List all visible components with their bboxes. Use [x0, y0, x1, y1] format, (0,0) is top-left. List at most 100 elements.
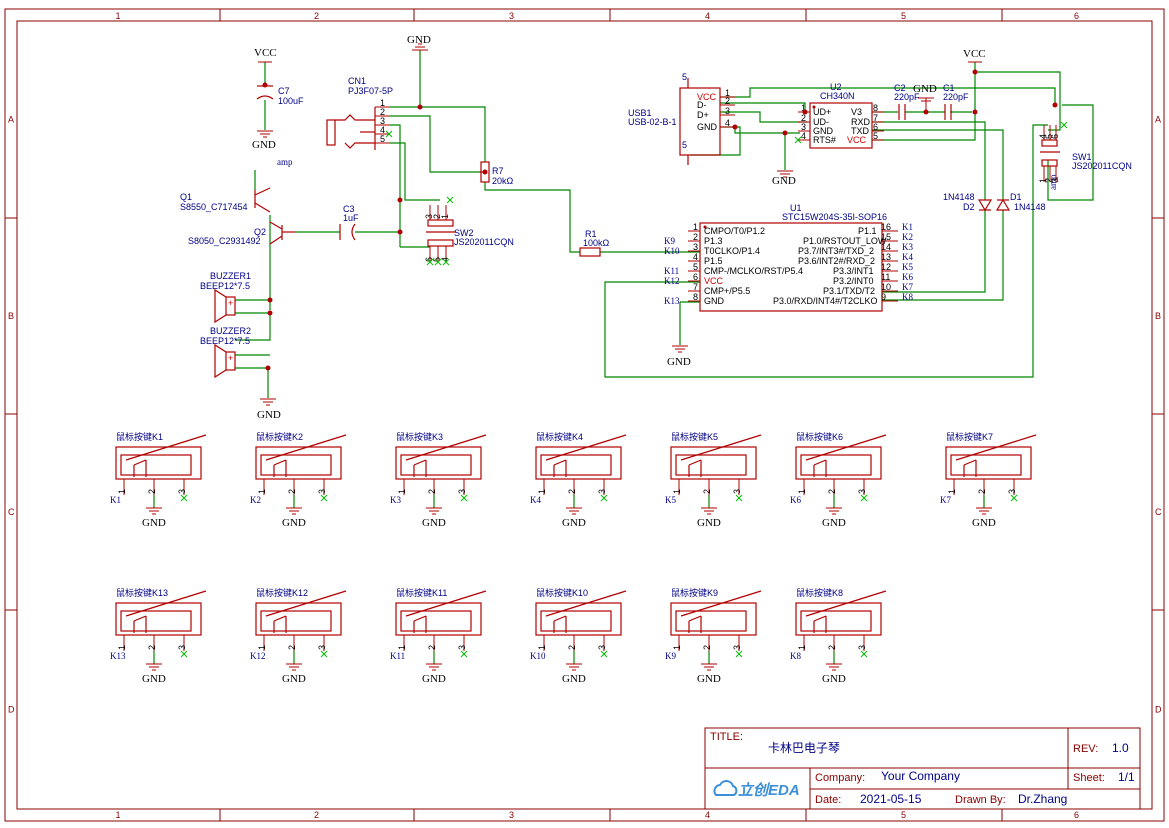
key-switch-label: 鼠标按键K8 — [796, 587, 843, 598]
drawn-value: Dr.Zhang — [1018, 792, 1067, 806]
key-pin-number: 2 — [567, 645, 577, 650]
svg-text:C2: C2 — [894, 83, 906, 93]
key-pin-number: 3 — [457, 645, 467, 650]
u1-pin-number: 12 — [881, 262, 891, 272]
usb-pin-number: 1 — [725, 88, 730, 98]
gnd-symbol-u1: GND — [667, 345, 691, 368]
drawn-label: Drawn By: — [955, 794, 1006, 806]
key-pin-number: 1 — [672, 489, 682, 494]
key-switch-label: 鼠标按键K4 — [536, 431, 583, 442]
u1-net-label: K9 — [664, 236, 675, 246]
u1-pin-number: 5 — [693, 262, 698, 272]
svg-text:+: + — [228, 298, 233, 308]
key-gnd-label: GND — [822, 673, 846, 685]
sw2-pin-number: 4 — [440, 257, 450, 262]
key-pin-number: 1 — [117, 645, 127, 650]
key-gnd-label: GND — [562, 517, 586, 529]
u2-pin-name: RXD — [851, 117, 871, 127]
key-switch-label: 鼠标按键K12 — [256, 587, 308, 598]
key-pin-number: 3 — [317, 489, 327, 494]
u1-net-label: K13 — [664, 296, 680, 306]
diode-d1: D1 1N4148 — [995, 192, 1046, 212]
u1-pin-number: 11 — [881, 272, 890, 282]
zone-col-label-top: 1 — [116, 11, 121, 21]
key-net-label: K13 — [110, 651, 126, 661]
rev-value: 1.0 — [1112, 741, 1129, 755]
sw1-pin-number: 3 — [1050, 178, 1060, 183]
svg-text:GND: GND — [257, 409, 281, 421]
usb-pin-number: 3 — [725, 106, 730, 116]
u1-pin-name: P3.1/TXD/T2 — [823, 286, 875, 296]
svg-text:BUZZER1: BUZZER1 — [210, 271, 251, 281]
svg-text:amp: amp — [277, 157, 293, 167]
svg-text:SW1: SW1 — [1072, 152, 1092, 162]
u1-pin-number: 9 — [881, 292, 886, 302]
svg-text:5: 5 — [682, 72, 687, 82]
sw1-pin-number: 6 — [1050, 134, 1060, 139]
resistor-r1: R1 100kΩ — [579, 229, 610, 257]
u1-net-label: K10 — [664, 246, 680, 256]
u1-pin-number: 14 — [881, 242, 891, 252]
svg-text:C1: C1 — [943, 83, 955, 93]
u1-net-label: K11 — [664, 266, 679, 276]
svg-text:USB1: USB1 — [628, 108, 652, 118]
svg-text:VCC: VCC — [254, 47, 277, 59]
svg-text:BEEP12*7.5: BEEP12*7.5 — [200, 281, 250, 291]
key-gnd-label: GND — [972, 517, 996, 529]
zone-col-label-top: 3 — [509, 11, 514, 21]
u2-pin-number: 1 — [801, 103, 806, 113]
zone-row-label-right: D — [1155, 705, 1162, 715]
svg-text:U1: U1 — [790, 203, 802, 213]
u1-pin-name: CMP-/MCLKO/RST/P5.4 — [704, 266, 803, 276]
key-pin-number: 2 — [287, 645, 297, 650]
u2-pin-name: V3 — [851, 107, 862, 117]
usb-pin-name: D+ — [697, 110, 709, 120]
svg-text:220pF: 220pF — [894, 92, 920, 102]
rev-label: REV: — [1073, 743, 1098, 755]
svg-text:100kΩ: 100kΩ — [583, 238, 610, 248]
key-switch-label: 鼠标按键K6 — [796, 431, 843, 442]
u1-pin-number: 10 — [881, 282, 891, 292]
title-block: TITLE: 卡林巴电子琴 REV: 1.0 Company: Your Com… — [704, 727, 1141, 810]
u1-pin-name: P3.2/INT0 — [833, 276, 874, 286]
key-pin-number: 1 — [117, 489, 127, 494]
buzzer-2: BUZZER2 BEEP12*7.5 + — [200, 326, 251, 379]
zone-row-label-right: C — [1155, 507, 1162, 517]
key-pin-number: 2 — [702, 489, 712, 494]
svg-text:JS202011CQN: JS202011CQN — [1072, 161, 1132, 171]
usb-pin-number: 4 — [725, 118, 730, 128]
svg-text:GND: GND — [913, 83, 937, 95]
u2-pin-name: UD+ — [813, 107, 831, 117]
zone-row-label-right: B — [1155, 311, 1161, 321]
svg-text:CH340N: CH340N — [820, 91, 855, 101]
u2-pin-number: 5 — [873, 131, 878, 141]
key-net-label: K4 — [530, 495, 541, 505]
key-pin-number: 1 — [797, 645, 807, 650]
key-pin-number: 3 — [177, 489, 187, 494]
zone-col-label-bottom: 1 — [116, 810, 121, 820]
key-pin-number: 2 — [977, 489, 987, 494]
wires — [235, 50, 1094, 398]
svg-text:1N4148: 1N4148 — [1014, 202, 1046, 212]
u1-net-label: K8 — [902, 292, 913, 302]
key-switch-label: 鼠标按键K1 — [116, 431, 163, 442]
key-pin-number: 2 — [427, 645, 437, 650]
u1-pin-number: 4 — [693, 252, 698, 262]
date-value: 2021-05-15 — [860, 792, 922, 806]
key-pin-number: 3 — [317, 645, 327, 650]
key-net-label: K7 — [940, 495, 951, 505]
key-switch-label: 鼠标按键K9 — [671, 587, 718, 598]
zone-col-label-bottom: 6 — [1074, 810, 1079, 820]
capacitor-c7: C7 100uF — [256, 85, 304, 106]
svg-text:S8050_C2931492: S8050_C2931492 — [188, 236, 261, 246]
